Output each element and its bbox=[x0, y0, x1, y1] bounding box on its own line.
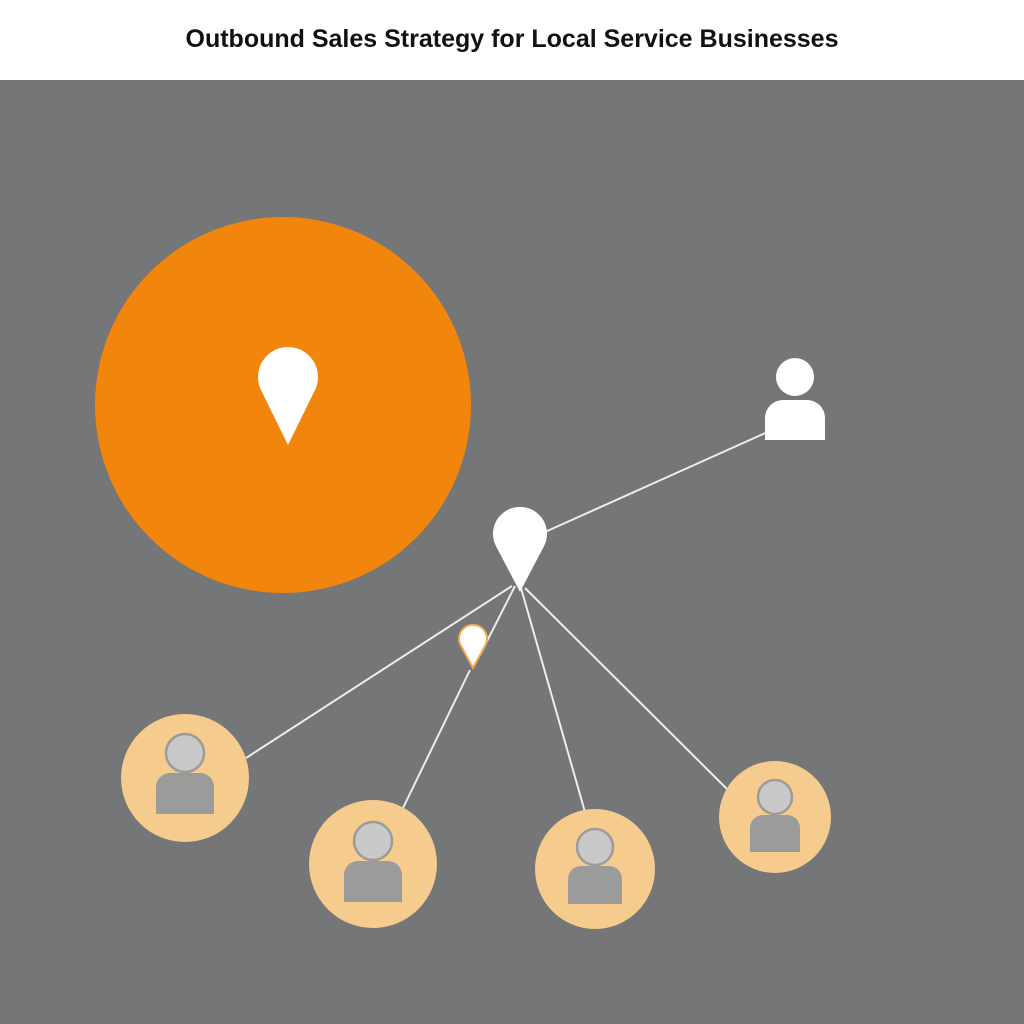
connector-lines bbox=[245, 429, 773, 813]
lead-node bbox=[309, 800, 437, 928]
connector-hub-lead-4 bbox=[524, 587, 729, 791]
lead-node bbox=[535, 809, 655, 929]
diagram-svg bbox=[0, 80, 1024, 1024]
header: Outbound Sales Strategy for Local Servic… bbox=[0, 0, 1024, 80]
map-pin-icon bbox=[493, 506, 547, 592]
person-icon bbox=[156, 732, 214, 814]
person-icon bbox=[765, 358, 825, 440]
person-icon bbox=[568, 827, 622, 904]
connector-hub-lead-3 bbox=[520, 587, 586, 813]
map-pin-icon bbox=[458, 623, 488, 671]
diagram-canvas bbox=[0, 80, 1024, 1024]
person-icon bbox=[750, 778, 800, 852]
connector-mini-pin-lead-2 bbox=[402, 669, 471, 809]
lead-node bbox=[719, 761, 831, 873]
person-icon bbox=[344, 820, 402, 902]
connector-hub-lead-1 bbox=[245, 585, 513, 759]
page-title: Outbound Sales Strategy for Local Servic… bbox=[185, 24, 839, 53]
map-pin-icon bbox=[258, 347, 318, 445]
prospect-node bbox=[765, 358, 825, 440]
lead-node bbox=[121, 714, 249, 842]
connector-hub-prospect bbox=[544, 429, 773, 533]
service-area-node bbox=[95, 217, 471, 593]
